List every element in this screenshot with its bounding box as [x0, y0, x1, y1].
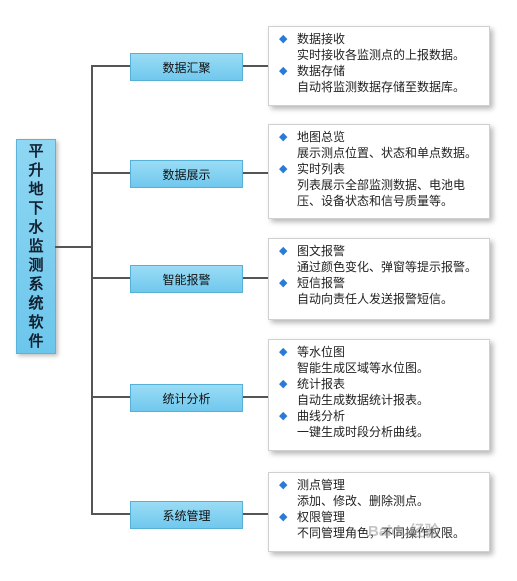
diamond-bullet-icon: ◆ — [279, 244, 288, 257]
list-item: ◆ 图文报警 通过颜色变化、弹窗等提示报警。 — [279, 243, 483, 275]
category-smart-alarm: 智能报警 — [130, 265, 243, 293]
category-label: 统计分析 — [162, 391, 211, 406]
diamond-bullet-icon: ◆ — [279, 345, 288, 358]
branch-line-3 — [91, 277, 130, 279]
root-title-char: 统 — [28, 294, 44, 312]
category-label: 数据汇聚 — [162, 60, 211, 75]
detail-card-1: ◆ 数据接收 实时接收各监测点的上报数据。 ◆ 数据存储 自动将监测数据存储至数据库… — [268, 26, 490, 106]
card-connector-3 — [241, 277, 268, 279]
diamond-bullet-icon: ◆ — [279, 162, 288, 175]
root-connector — [55, 246, 92, 248]
item-title: 曲线分析 — [297, 409, 346, 423]
root-title-char: 平 — [28, 142, 44, 160]
root-title-box: 平升地下水监测系统软件 — [16, 139, 56, 354]
item-desc: 自动将监测数据存储至数据库。 — [297, 80, 466, 94]
item-title: 统计报表 — [297, 377, 346, 391]
root-title-char: 软 — [28, 313, 44, 331]
item-title: 权限管理 — [297, 510, 346, 524]
item-desc: 智能生成区域等水位图。 — [297, 361, 430, 375]
category-data-aggregation: 数据汇聚 — [130, 53, 243, 81]
item-desc: 自动生成数据统计报表。 — [297, 393, 430, 407]
card-connector-1 — [241, 65, 268, 67]
category-label: 智能报警 — [162, 272, 211, 287]
category-label: 系统管理 — [162, 508, 211, 523]
item-desc: 自动向责任人发送报警短信。 — [297, 292, 454, 306]
list-item: ◆ 统计报表 自动生成数据统计报表。 — [279, 376, 483, 408]
item-desc: 不同管理角色，不同操作权限。 — [297, 526, 466, 540]
item-desc: 实时接收各监测点的上报数据。 — [297, 48, 466, 62]
list-item: ◆ 实时列表 列表展示全部监测数据、电池电压、设备状态和信号质量等。 — [279, 161, 483, 209]
item-desc: 列表展示全部监测数据、电池电压、设备状态和信号质量等。 — [297, 178, 466, 208]
list-item: ◆ 曲线分析 一键生成时段分析曲线。 — [279, 408, 483, 440]
card-connector-5 — [241, 513, 268, 515]
list-item: ◆ 数据存储 自动将监测数据存储至数据库。 — [279, 63, 483, 95]
item-title: 地图总览 — [297, 130, 346, 144]
detail-card-4: ◆ 等水位图 智能生成区域等水位图。 ◆ 统计报表 自动生成数据统计报表。 ◆ 曲线分… — [268, 339, 490, 451]
item-desc: 展示测点位置、状态和单点数据。 — [297, 146, 478, 160]
root-title-char: 系 — [28, 275, 44, 293]
list-item: ◆ 短信报警 自动向责任人发送报警短信。 — [279, 275, 483, 307]
root-title-char: 测 — [28, 256, 44, 274]
category-statistics: 统计分析 — [130, 384, 243, 412]
category-system-management: 系统管理 — [130, 501, 243, 529]
diamond-bullet-icon: ◆ — [279, 478, 288, 491]
item-title: 数据存储 — [297, 64, 346, 78]
category-label: 数据展示 — [162, 167, 211, 182]
category-data-display: 数据展示 — [130, 160, 243, 188]
item-desc: 一键生成时段分析曲线。 — [297, 425, 430, 439]
diamond-bullet-icon: ◆ — [279, 276, 288, 289]
branch-line-2 — [91, 172, 130, 174]
root-title-char: 件 — [28, 332, 44, 350]
item-title: 等水位图 — [297, 345, 346, 359]
root-title-char: 下 — [28, 199, 44, 217]
detail-card-5: ◆ 测点管理 添加、修改、删除测点。 ◆ 权限管理 不同管理角色，不同操作权限。 — [268, 472, 490, 552]
watermark: Baidu经验 — [368, 523, 440, 540]
list-item: ◆ 地图总览 展示测点位置、状态和单点数据。 — [279, 129, 483, 161]
diamond-bullet-icon: ◆ — [279, 409, 288, 422]
list-item: ◆ 数据接收 实时接收各监测点的上报数据。 — [279, 31, 483, 63]
list-item: ◆ 等水位图 智能生成区域等水位图。 — [279, 344, 483, 376]
card-connector-2 — [241, 172, 268, 174]
item-title: 实时列表 — [297, 162, 346, 176]
item-title: 测点管理 — [297, 478, 346, 492]
trunk-line — [91, 65, 93, 514]
detail-card-3: ◆ 图文报警 通过颜色变化、弹窗等提示报警。 ◆ 短信报警 自动向责任人发送报警短信… — [268, 238, 490, 320]
item-title: 图文报警 — [297, 244, 346, 258]
list-item: ◆ 测点管理 添加、修改、删除测点。 — [279, 477, 483, 509]
diamond-bullet-icon: ◆ — [279, 130, 288, 143]
root-title-char: 水 — [28, 218, 44, 236]
item-desc: 通过颜色变化、弹窗等提示报警。 — [297, 260, 478, 274]
list-item: ◆ 权限管理 不同管理角色，不同操作权限。 — [279, 509, 483, 541]
root-title-char: 地 — [28, 180, 44, 198]
item-title: 数据接收 — [297, 32, 346, 46]
diamond-bullet-icon: ◆ — [279, 64, 288, 77]
diamond-bullet-icon: ◆ — [279, 32, 288, 45]
item-title: 短信报警 — [297, 276, 346, 290]
branch-line-5 — [91, 513, 130, 515]
branch-line-4 — [91, 396, 130, 398]
root-title-char: 监 — [28, 237, 44, 255]
diamond-bullet-icon: ◆ — [279, 510, 288, 523]
card-connector-4 — [241, 396, 268, 398]
diamond-bullet-icon: ◆ — [279, 377, 288, 390]
branch-line-1 — [91, 65, 130, 67]
root-title-char: 升 — [28, 161, 44, 179]
detail-card-2: ◆ 地图总览 展示测点位置、状态和单点数据。 ◆ 实时列表 列表展示全部监测数据、电… — [268, 124, 490, 219]
item-desc: 添加、修改、删除测点。 — [297, 494, 430, 508]
